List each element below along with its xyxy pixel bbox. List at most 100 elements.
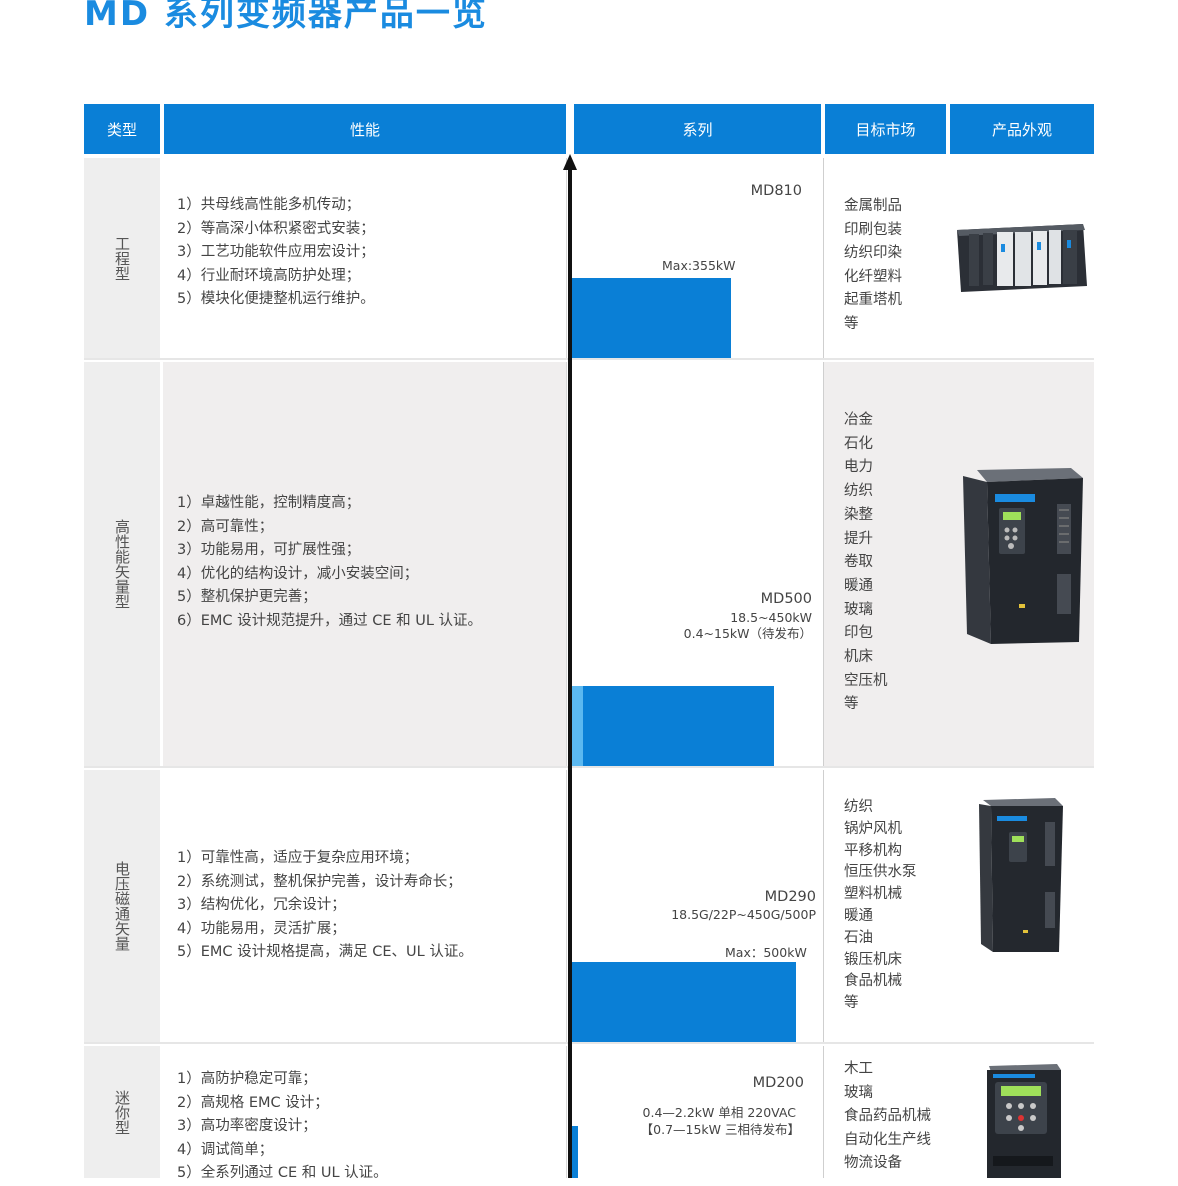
series-name: MD290 (764, 889, 816, 905)
feature-item: 4）优化的结构设计，减小安装空间； (177, 565, 419, 582)
feature-item: 2）高规格 EMC 设计； (177, 1094, 329, 1111)
series-name: MD500 (760, 591, 812, 607)
row-type-label: 工程型 (113, 235, 131, 281)
row-type-cell: 电压磁通矢量 (84, 770, 160, 1042)
feature-item: 1）卓越性能，控制精度高； (177, 495, 361, 511)
power-bar-md500 (571, 686, 774, 766)
power-axis (568, 160, 572, 1178)
feature-list: 1）高防护稳定可靠； 2）高规格 EMC 设计； 3）高功率密度设计； 4）调试… (177, 1068, 388, 1186)
market-item: 冶金 (844, 412, 873, 428)
market-list: 金属制品 印刷包装 纺织印染 化纤塑料 起重塔机 等 (844, 195, 902, 337)
product-photo-cell (949, 158, 1094, 358)
feature-item: 2）等高深小体积紧密式安装； (177, 220, 375, 237)
market-item: 等 (844, 315, 859, 332)
market-list: 纺织 锅炉风机 平移机构 恒压供水泵 塑料机械 暖通 石油 锻压机床 食品机械 … (844, 797, 917, 1015)
feature-item: 3）高功率密度设计； (177, 1118, 317, 1135)
market-item: 塑料机械 (844, 886, 902, 903)
market-item: 等 (844, 696, 859, 713)
feature-item: 2）系统测试，整机保护完善，设计寿命长； (177, 873, 462, 890)
axis-arrow-icon (563, 154, 577, 170)
market-item: 机床 (844, 649, 873, 666)
series-name: MD200 (752, 1075, 804, 1091)
market-item: 起重塔机 (844, 292, 902, 309)
feature-item: 1）共母线高性能多机传动； (177, 197, 361, 213)
md290-drive-image (979, 798, 1063, 952)
header-appearance: 产品外观 (950, 104, 1094, 154)
market-cell: 木工 玻璃 食品药品机械 自动化生产线 物流设备 (823, 1046, 950, 1178)
series-spec: 【0.7—15kW 三相待发布】 (640, 1122, 800, 1137)
performance-cell: 1）高防护稳定可靠； 2）高规格 EMC 设计； 3）高功率密度设计； 4）调试… (163, 1046, 567, 1181)
feature-item: 4）行业耐环境高防护处理； (177, 267, 361, 284)
power-bar-md810 (571, 278, 731, 358)
market-item: 玻璃 (844, 601, 873, 618)
feature-item: 5）模块化便捷整机运行维护。 (177, 291, 375, 308)
performance-cell: 1）卓越性能，控制精度高； 2）高可靠性； 3）功能易用，可扩展性强； 4）优化… (163, 362, 567, 766)
market-item: 染整 (844, 506, 873, 523)
market-item: 平移机构 (844, 842, 902, 859)
series-max-label: Max:355kW (662, 258, 736, 273)
market-item: 印包 (844, 625, 873, 642)
market-cell: 纺织 锅炉风机 平移机构 恒压供水泵 塑料机械 暖通 石油 锻压机床 食品机械 … (823, 770, 950, 1042)
series-spec: 18.5~450kW (730, 610, 812, 625)
market-item: 锅炉风机 (844, 820, 902, 837)
row-type-label: 迷你型 (113, 1089, 131, 1135)
feature-item: 4）功能易用，灵活扩展； (177, 920, 346, 937)
row-divider (84, 766, 1094, 768)
performance-cell: 1）可靠性高，适应于复杂应用环境； 2）系统测试，整机保护完善，设计寿命长； 3… (163, 770, 567, 1042)
feature-list: 1）可靠性高，适应于复杂应用环境； 2）系统测试，整机保护完善，设计寿命长； 3… (177, 847, 473, 965)
row-divider (84, 1042, 1094, 1044)
md200-drive-image (987, 1064, 1061, 1178)
market-item: 食品药品机械 (844, 1108, 931, 1125)
market-item: 纺织印染 (844, 245, 902, 262)
performance-cell: 1）共母线高性能多机传动； 2）等高深小体积紧密式安装； 3）工艺功能软件应用宏… (163, 158, 567, 358)
power-bar-md200 (571, 1126, 578, 1178)
series-spec: 0.4—2.2kW 单相 220VAC (642, 1105, 796, 1120)
header-performance: 性能 (164, 104, 566, 154)
market-item: 空压机 (844, 672, 888, 689)
market-item: 暖通 (844, 907, 873, 924)
feature-item: 5）全系列通过 CE 和 UL 认证。 (177, 1165, 388, 1182)
market-cell: 冶金 石化 电力 纺织 染整 提升 卷取 暖通 玻璃 印包 机床 空压机 等 (823, 362, 950, 766)
market-item: 等 (844, 995, 859, 1012)
feature-item: 4）调试简单； (177, 1141, 274, 1158)
feature-item: 1）高防护稳定可靠； (177, 1071, 317, 1087)
market-item: 化纤塑料 (844, 268, 902, 285)
feature-item: 3）结构优化，冗余设计； (177, 897, 346, 914)
row-type-cell: 迷你型 (84, 1046, 160, 1178)
market-item: 玻璃 (844, 1084, 873, 1101)
feature-item: 3）工艺功能软件应用宏设计； (177, 244, 375, 261)
market-item: 纺织 (844, 799, 873, 815)
series-spec: 0.4~15kW（待发布） (683, 626, 812, 641)
market-item: 食品机械 (844, 973, 902, 990)
row-type-label: 高性能矢量型 (113, 519, 131, 609)
market-item: 金属制品 (844, 198, 902, 214)
market-item: 锻压机床 (844, 951, 902, 968)
market-cell: 金属制品 印刷包装 纺织印染 化纤塑料 起重塔机 等 (823, 158, 950, 358)
feature-item: 5）整机保护更完善； (177, 589, 317, 606)
market-list: 木工 玻璃 食品药品机械 自动化生产线 物流设备 (844, 1058, 931, 1176)
feature-item: 1）可靠性高，适应于复杂应用环境； (177, 850, 419, 866)
series-name: MD810 (750, 183, 802, 199)
header-market: 目标市场 (825, 104, 946, 154)
feature-item: 2）高可靠性； (177, 518, 274, 535)
market-item: 暖通 (844, 577, 873, 594)
series-spec: 18.5G/22P~450G/500P (671, 907, 816, 922)
feature-item: 3）功能易用，可扩展性强； (177, 542, 361, 559)
product-photo-cell (949, 770, 1094, 1042)
market-item: 石油 (844, 929, 873, 946)
market-item: 自动化生产线 (844, 1131, 931, 1148)
series-max-label: Max：500kW (725, 945, 807, 960)
market-item: 纺织 (844, 483, 873, 500)
feature-list: 1）卓越性能，控制精度高； 2）高可靠性； 3）功能易用，可扩展性强； 4）优化… (177, 492, 482, 634)
row-type-label: 电压磁通矢量 (113, 861, 131, 951)
feature-item: 5）EMC 设计规格提高，满足 CE、UL 认证。 (177, 944, 473, 961)
md810-cabinet-image (957, 224, 1087, 292)
power-bar-md290 (571, 962, 796, 1042)
market-item: 提升 (844, 530, 873, 547)
row-type-cell: 高性能矢量型 (84, 362, 160, 766)
row-divider (84, 358, 1094, 360)
header-type: 类型 (84, 104, 160, 154)
product-photo-cell (949, 362, 1094, 766)
md500-drive-image (963, 468, 1083, 644)
product-photo-cell (949, 1046, 1094, 1178)
